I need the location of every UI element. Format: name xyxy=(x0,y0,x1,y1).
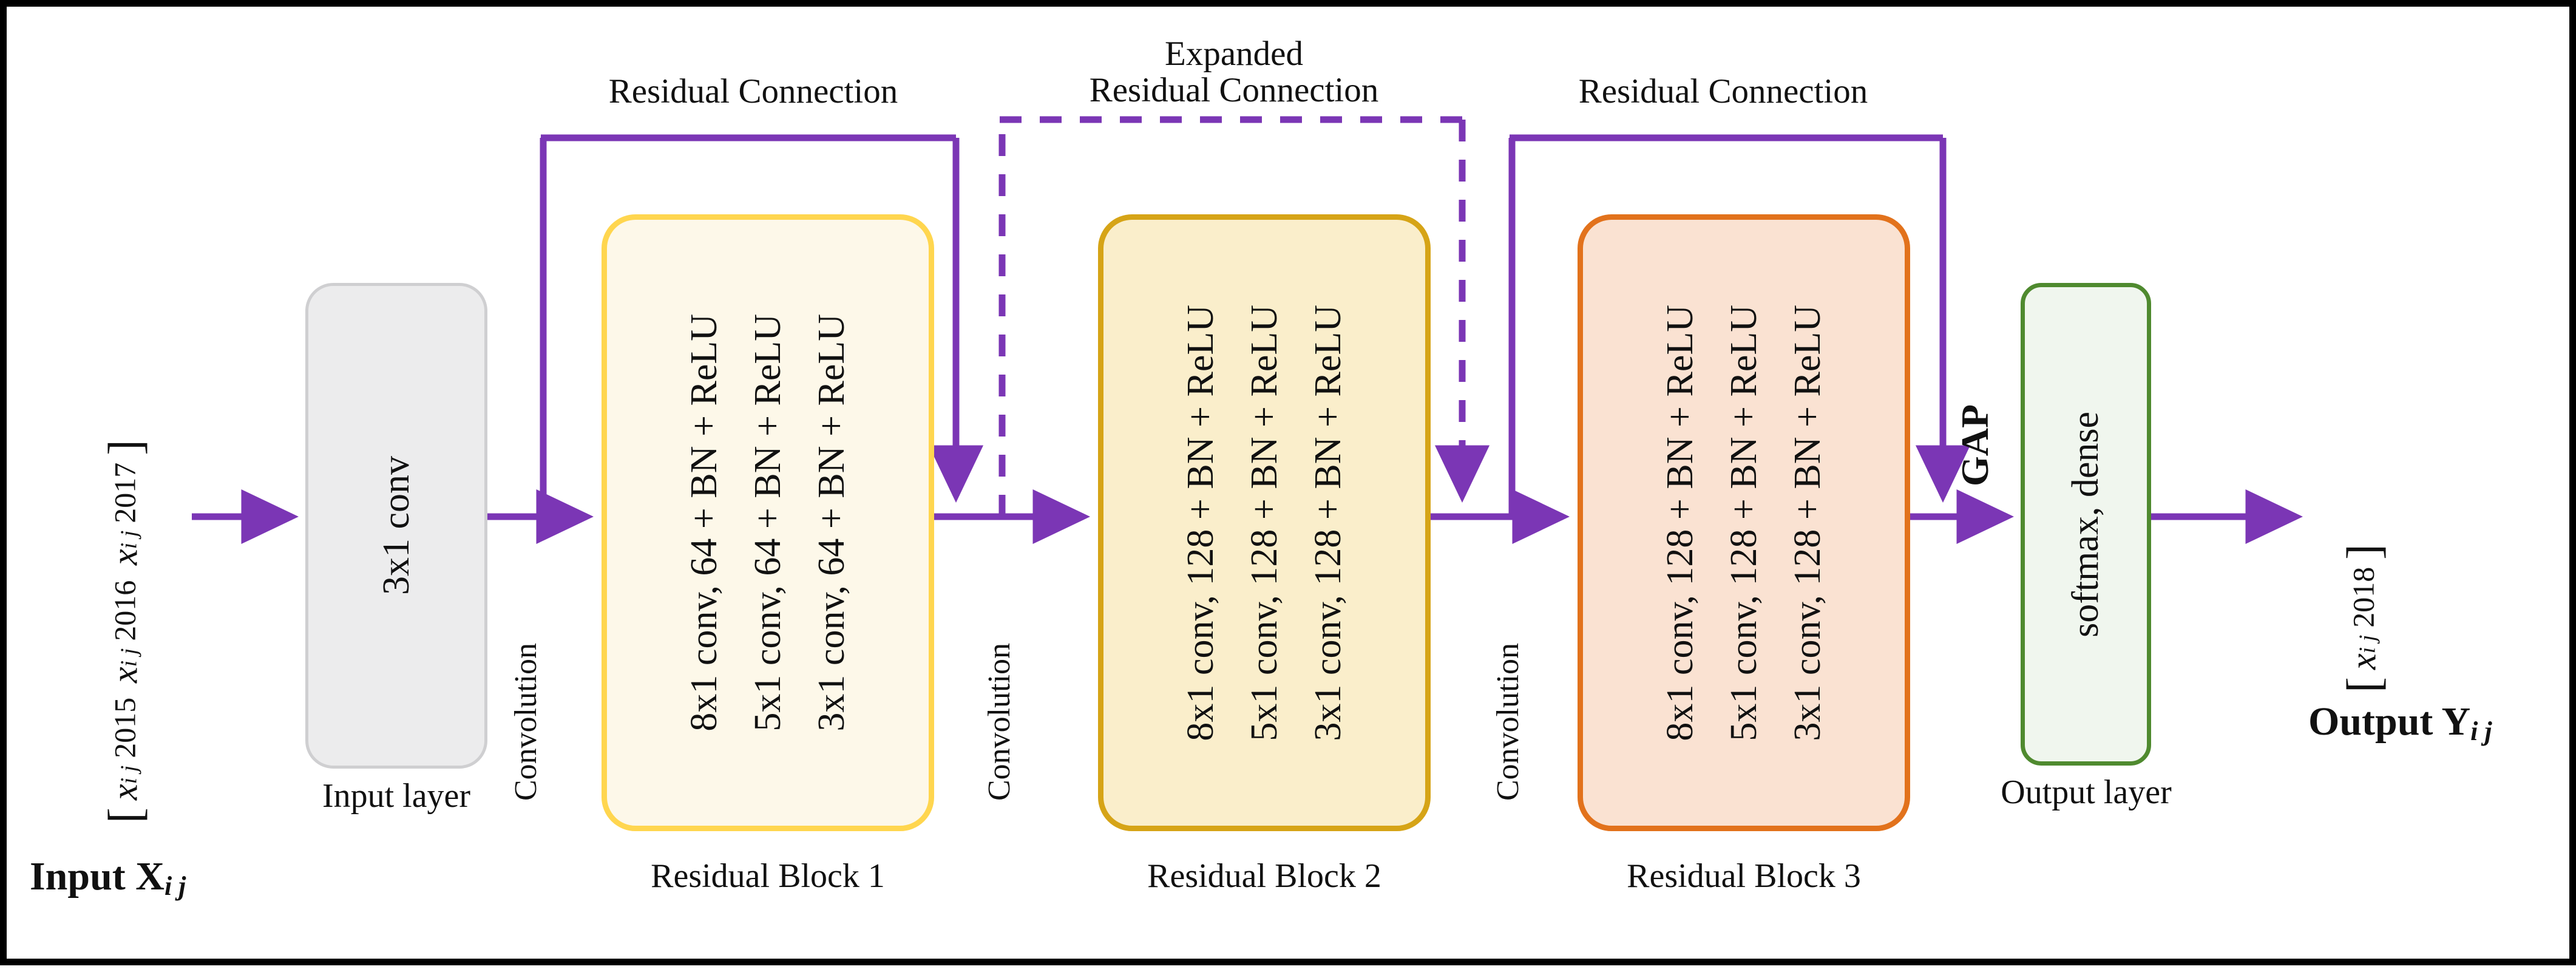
residual-block-1-layers: 8x1 conv, 64 + BN + ReLU 5x1 conv, 64 + … xyxy=(607,220,929,826)
gap-label: GAP xyxy=(1953,404,1996,486)
block3-layer-1: 5x1 conv, 128 + BN + ReLU xyxy=(1723,304,1764,741)
block2-layer-2: 3x1 conv, 128 + BN + ReLU xyxy=(1307,304,1349,741)
input-element-2: xi j 2017 xyxy=(104,463,145,566)
block1-layer-2: 3x1 conv, 64 + BN + ReLU xyxy=(810,314,852,732)
output-label: Output Yi j xyxy=(2308,699,2492,746)
residual-block-2-layers: 8x1 conv, 128 + BN + ReLU 5x1 conv, 128 … xyxy=(1103,220,1425,826)
block3-layer-2: 3x1 conv, 128 + BN + ReLU xyxy=(1786,304,1828,741)
convolution-label-2: Convolution xyxy=(982,642,1017,801)
expanded-residual-label-line1: Expanded xyxy=(1165,35,1303,73)
residual-block-3[interactable]: 8x1 conv, 128 + BN + ReLU 5x1 conv, 128 … xyxy=(1578,214,1910,831)
input-open-bracket: [ xyxy=(98,807,151,823)
residual-block-3-layers: 8x1 conv, 128 + BN + ReLU 5x1 conv, 128 … xyxy=(1583,220,1905,826)
output-open-bracket: [ xyxy=(2337,677,2390,693)
expanded-residual-label-line2: Residual Connection xyxy=(1089,71,1379,110)
input-vector: [ xi j 2015 xi j 2016 xi j 2017 ] xyxy=(98,216,152,823)
block3-layer-0: 8x1 conv, 128 + BN + ReLU xyxy=(1659,304,1701,741)
input-layer-caption: Input layer xyxy=(322,777,471,815)
convolution-label-3: Convolution xyxy=(1491,642,1525,801)
residual-connection-3-label: Residual Connection xyxy=(1578,72,1868,110)
residual-block-2[interactable]: 8x1 conv, 128 + BN + ReLU 5x1 conv, 128 … xyxy=(1098,214,1431,831)
residual-block-2-caption: Residual Block 2 xyxy=(1147,857,1381,895)
block2-layer-1: 5x1 conv, 128 + BN + ReLU xyxy=(1243,304,1285,741)
residual-block-3-caption: Residual Block 3 xyxy=(1627,857,1861,895)
output-vector: [ xi j 2018 ] xyxy=(2336,432,2391,693)
residual-connection-1-label: Residual Connection xyxy=(608,72,898,110)
input-close-bracket: ] xyxy=(98,440,151,456)
block1-layer-0: 8x1 conv, 64 + BN + ReLU xyxy=(683,314,725,732)
residual-block-1-caption: Residual Block 1 xyxy=(651,857,885,895)
input-layer-box[interactable]: 3x1 conv xyxy=(305,283,487,769)
convolution-label-1: Convolution xyxy=(509,642,543,801)
expanded-residual-connection-label: Expanded Residual Connection xyxy=(1022,35,1446,110)
block1-layer-1: 5x1 conv, 64 + BN + ReLU xyxy=(747,314,788,732)
output-layer-box-text: softmax, dense xyxy=(2065,411,2106,637)
diagram-stage: [ xi j 2015 xi j 2016 xi j 2017 ] Input … xyxy=(7,7,2576,972)
input-element-1: xi j 2016 xyxy=(104,580,145,683)
output-element-0: xi j 2018 xyxy=(2343,566,2384,670)
output-layer-box[interactable]: softmax, dense xyxy=(2021,283,2151,766)
output-close-bracket: ] xyxy=(2337,543,2390,560)
residual-block-1[interactable]: 8x1 conv, 64 + BN + ReLU 5x1 conv, 64 + … xyxy=(602,214,934,831)
input-label: Input Xi j xyxy=(30,854,186,901)
block2-layer-0: 8x1 conv, 128 + BN + ReLU xyxy=(1179,304,1221,741)
input-layer-box-text: 3x1 conv xyxy=(375,456,417,596)
input-element-0: xi j 2015 xyxy=(104,697,145,800)
output-layer-caption: Output layer xyxy=(2001,773,2172,811)
